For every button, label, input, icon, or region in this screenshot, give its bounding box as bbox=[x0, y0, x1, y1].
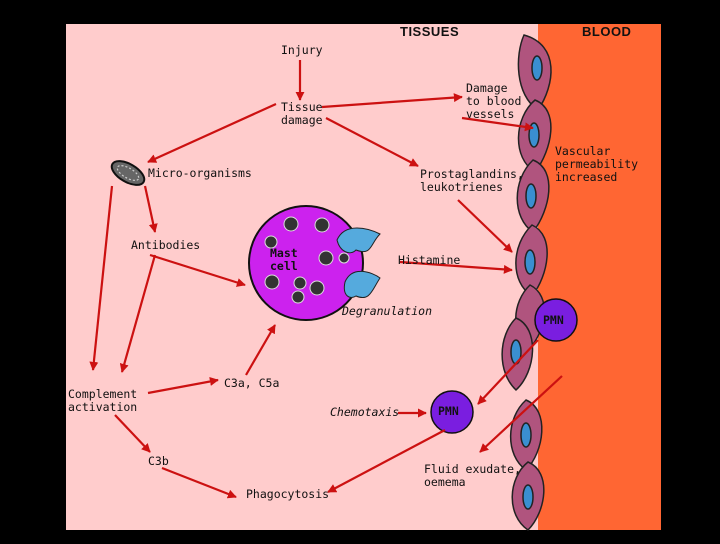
micro-organisms-label: Micro-organisms bbox=[148, 166, 252, 180]
arrow-tissue-damage-to-prostaglandins bbox=[325, 117, 419, 167]
arrow-vessels-to-wall bbox=[461, 116, 534, 132]
micro-organism-icon bbox=[110, 160, 146, 186]
mast-cell-label: Mast cell bbox=[270, 246, 298, 273]
arrow-tissue-damage-to-micro bbox=[147, 102, 277, 164]
arrow-blood-to-fluid bbox=[479, 375, 563, 453]
arrow-micro-to-complement bbox=[89, 185, 114, 371]
histamine-label: Histamine bbox=[398, 253, 461, 267]
arrow-pmn-blood-to-tissue bbox=[477, 339, 539, 405]
tissue-damage-label: Tissue damage bbox=[281, 100, 323, 127]
arrow-antibodies-to-mast-cell bbox=[149, 253, 246, 287]
blood-region bbox=[538, 24, 661, 530]
arrow-c3b-to-phagocytosis bbox=[161, 466, 237, 499]
arrow-prostaglandins-to-wall bbox=[457, 199, 513, 253]
pmn-blood-cell bbox=[534, 298, 578, 342]
arrow-c3a-to-mast-cell bbox=[245, 324, 276, 376]
chemotaxis-label: Chemotaxis bbox=[330, 405, 400, 419]
c3a-c5a-label: C3a, C5a bbox=[224, 376, 280, 390]
arrow-histamine-to-wall bbox=[399, 260, 513, 274]
arrow-complement-to-c3b bbox=[114, 414, 151, 453]
arrows bbox=[89, 60, 563, 499]
antibodies-label: Antibodies bbox=[131, 238, 201, 252]
prostaglandins-label: Prostaglandins, leukotrienes bbox=[420, 167, 524, 194]
arrow-complement-to-c3a bbox=[147, 377, 219, 395]
arrow-pmn-to-phagocytosis bbox=[327, 429, 446, 493]
fluid-exudate-label: Fluid exudate, oemema bbox=[424, 462, 521, 489]
mast-cell-icon bbox=[248, 205, 381, 321]
arrow-tissue-damage-to-vessels bbox=[321, 93, 463, 109]
pmn-tissue-cell bbox=[430, 390, 474, 434]
vascular-permeability-label: Vascular permeability increased bbox=[555, 144, 639, 184]
tissues-header: TISSUES bbox=[400, 24, 460, 39]
pmn-blood-label: PMN bbox=[543, 313, 564, 327]
phagocytosis-label: Phagocytosis bbox=[246, 487, 330, 501]
pmn-tissue-label: PMN bbox=[438, 404, 459, 418]
c3b-label: C3b bbox=[148, 454, 169, 468]
arrow-antibodies-to-complement bbox=[119, 254, 157, 373]
arrow-micro-to-antibodies bbox=[143, 185, 158, 233]
complement-label: Complement activation bbox=[68, 387, 138, 414]
degranulation-label: Degranulation bbox=[342, 304, 433, 318]
endothelium-wall bbox=[501, 34, 552, 531]
blood-header: BLOOD bbox=[582, 24, 632, 39]
injury-label: Injury bbox=[281, 43, 323, 57]
damage-vessels-label: Damage to blood vessels bbox=[466, 81, 522, 121]
